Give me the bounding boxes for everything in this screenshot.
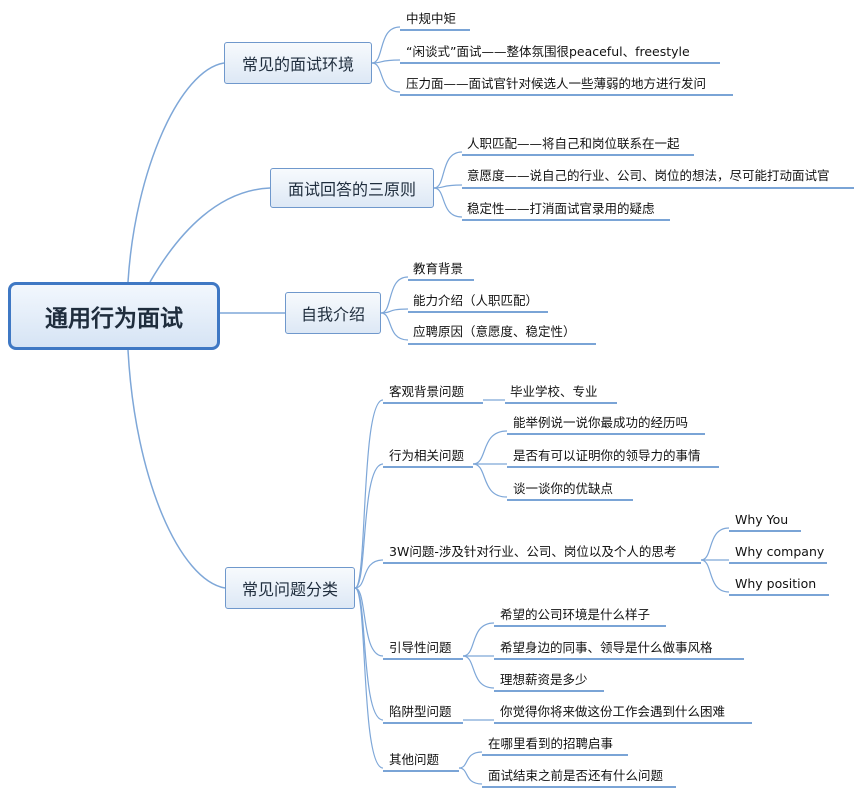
- leaf-why-you[interactable]: Why You: [735, 512, 789, 527]
- connector-23: [354, 587, 384, 769]
- root-link-0: [127, 62, 225, 283]
- root-link-3: [127, 349, 226, 589]
- leaf-ideal-salary[interactable]: 理想薪资是多少: [500, 672, 588, 687]
- leaf-company-environment[interactable]: 希望的公司环境是什么样子: [500, 607, 651, 622]
- branch-interview-environment[interactable]: 常见的面试环境: [224, 42, 372, 84]
- connector-0: [371, 26, 401, 64]
- topic-3w[interactable]: 3W问题-涉及针对行业、公司、岗位以及个人的思考: [389, 544, 677, 559]
- leaf-why-position[interactable]: Why position: [735, 576, 817, 591]
- connector-52: [458, 751, 483, 769]
- connector-18: [354, 399, 384, 589]
- connector-20: [354, 559, 384, 589]
- connector-2: [371, 62, 401, 93]
- leaf-person-job-fit[interactable]: 人职匹配——将自己和岗位联系在一起: [467, 136, 680, 151]
- connector-44: [462, 622, 495, 657]
- leaf-application-reason[interactable]: 应聘原因（意愿度、稳定性）: [413, 324, 576, 339]
- connector-32: [472, 430, 508, 465]
- connector-6: [433, 151, 463, 189]
- topic-trap[interactable]: 陷阱型问题: [389, 704, 452, 719]
- leaf-school-major[interactable]: 毕业学校、专业: [510, 384, 598, 399]
- branch-question-types[interactable]: 常见问题分类: [225, 567, 355, 609]
- connector-40: [700, 559, 730, 593]
- connector-53: [458, 767, 483, 785]
- branch-self-introduction[interactable]: 自我介绍: [285, 292, 381, 334]
- leaf-standard[interactable]: 中规中矩: [406, 11, 457, 26]
- connector-14: [380, 312, 409, 341]
- leaf-success-story[interactable]: 能举例说一说你最成功的经历吗: [513, 415, 689, 430]
- leaf-final-questions[interactable]: 面试结束之前是否还有什么问题: [488, 768, 664, 783]
- connector-8: [433, 187, 463, 218]
- topic-behavioral[interactable]: 行为相关问题: [389, 448, 465, 463]
- connector-22: [354, 587, 384, 721]
- connector-34: [472, 463, 508, 498]
- connector-46: [462, 655, 495, 689]
- leaf-stability[interactable]: 稳定性——打消面试官录用的疑虑: [467, 201, 655, 216]
- leaf-difficulties[interactable]: 你觉得你将来做这份工作会遇到什么困难: [500, 704, 726, 719]
- root-node[interactable]: 通用行为面试: [8, 282, 220, 350]
- topic-other[interactable]: 其他问题: [389, 752, 440, 767]
- leaf-colleague-style[interactable]: 希望身边的同事、领导是什么做事风格: [500, 640, 713, 655]
- leaf-pressure-interview[interactable]: 压力面——面试官针对候选人一些薄弱的地方进行发问: [406, 76, 707, 91]
- root-link-1: [149, 187, 271, 283]
- connector-12: [380, 276, 409, 314]
- leaf-why-company[interactable]: Why company: [735, 544, 825, 559]
- connector-38: [700, 527, 730, 561]
- connector-19: [354, 463, 384, 589]
- topic-objective-background[interactable]: 客观背景问题: [389, 384, 465, 399]
- branch-three-principles[interactable]: 面试回答的三原则: [270, 168, 434, 208]
- connector-21: [354, 587, 384, 657]
- leaf-where-seen[interactable]: 在哪里看到的招聘启事: [488, 736, 614, 751]
- leaf-ability[interactable]: 能力介绍（人职匹配）: [413, 293, 539, 308]
- topic-leading[interactable]: 引导性问题: [389, 640, 452, 655]
- leaf-leadership[interactable]: 是否有可以证明你的领导力的事情: [513, 448, 701, 463]
- leaf-education[interactable]: 教育背景: [413, 261, 464, 276]
- leaf-strengths-weaknesses[interactable]: 谈一谈你的优缺点: [513, 481, 614, 496]
- leaf-casual-interview[interactable]: “闲谈式”面试——整体氛围很peaceful、freestyle: [406, 44, 690, 59]
- leaf-willingness[interactable]: 意愿度——说自己的行业、公司、岗位的想法，尽可能打动面试官: [467, 168, 830, 183]
